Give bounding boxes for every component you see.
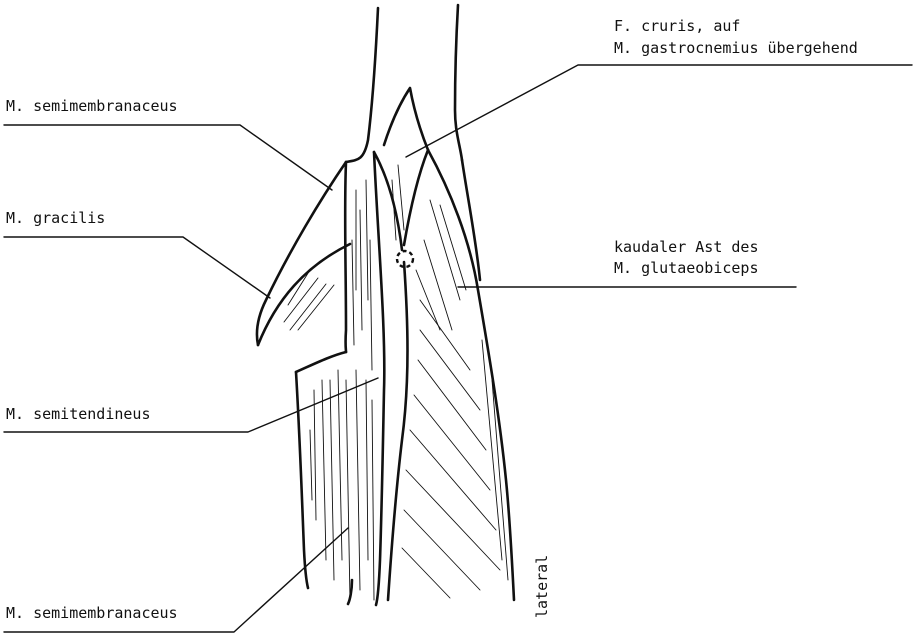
lower-semimembranaceus-top <box>296 352 346 372</box>
leader-gracilis <box>4 237 270 298</box>
label-fascia-cruris-line1: F. cruris, auf <box>614 16 740 36</box>
gastrocnemius-right-edge <box>462 160 480 280</box>
label-biceps-branch-line1: kaudaler Ast des <box>614 237 759 257</box>
label-semitendineus: M. semitendineus <box>6 404 151 424</box>
femur-left-outline <box>346 8 378 162</box>
femur-right-outline <box>455 5 462 160</box>
leader-fascia-cruris <box>406 65 912 157</box>
semitendineus-left-edge <box>345 162 346 352</box>
fascia-wedge-right <box>404 150 428 245</box>
label-semimembranaceus-lower: M. semimembranaceus <box>6 603 178 623</box>
leader-lines <box>4 65 912 632</box>
label-gracilis: M. gracilis <box>6 208 105 228</box>
orientation-lateral-label: lateral <box>533 555 551 618</box>
gracilis-edge <box>258 244 350 345</box>
leader-semimembranaceus-upper <box>4 125 332 190</box>
lower-semimembranaceus-left <box>296 372 308 588</box>
label-fascia-cruris-line2: M. gastrocnemius übergehend <box>614 38 858 58</box>
muscle-outlines <box>257 5 514 605</box>
label-biceps-branch-line2: M. glutaeobiceps <box>614 258 759 278</box>
biceps-medial-edge <box>388 262 408 600</box>
fascia-wedge-top <box>384 88 428 150</box>
label-semimembranaceus-upper: M. semimembranaceus <box>6 96 178 116</box>
